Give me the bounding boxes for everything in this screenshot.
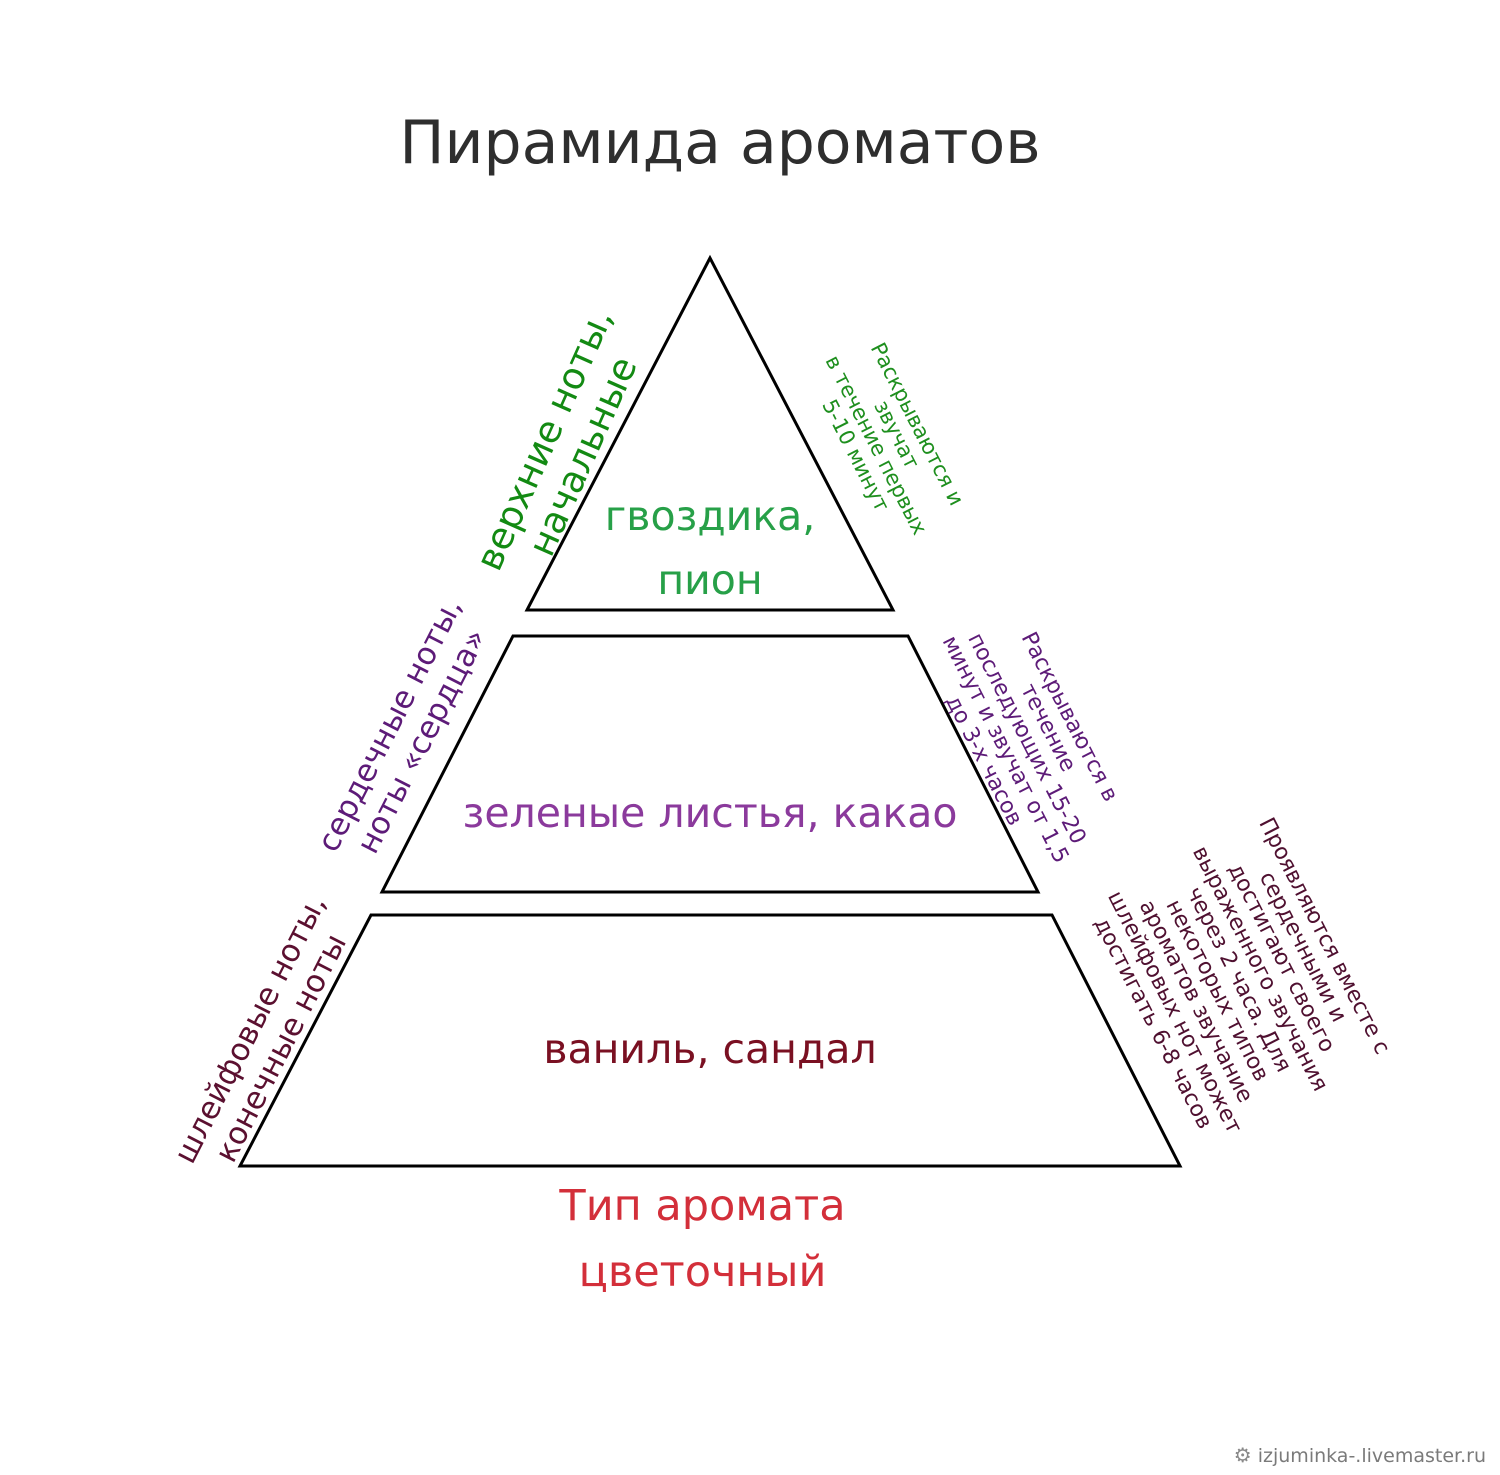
credit-watermark: ⚙izjuminka-.livemaster.ru: [1234, 1443, 1486, 1467]
base-tier-shape: [237, 913, 1183, 1168]
page-title: Пирамида ароматов: [399, 108, 1041, 178]
top-tier-ingredients: гвоздика, пион: [560, 484, 860, 612]
heart-tier-ingredients: зеленые листья, какао: [462, 789, 958, 837]
aroma-type-line1: Тип аромата: [559, 1181, 846, 1231]
aroma-type: Тип аромата цветочный: [0, 1182, 1405, 1296]
top-ingredients-line2: пион: [657, 556, 763, 604]
base-tier-ingredients: ваниль, сандал: [543, 1025, 877, 1073]
gear-icon: ⚙: [1233, 1443, 1252, 1467]
top-tier-shape: [524, 254, 896, 612]
aroma-type-line2: цветочный: [578, 1247, 827, 1297]
heart-tier-shape: [379, 634, 1041, 894]
credit-text: izjuminka-.livemaster.ru: [1257, 1445, 1486, 1467]
top-ingredients-line1: гвоздика,: [604, 492, 816, 540]
